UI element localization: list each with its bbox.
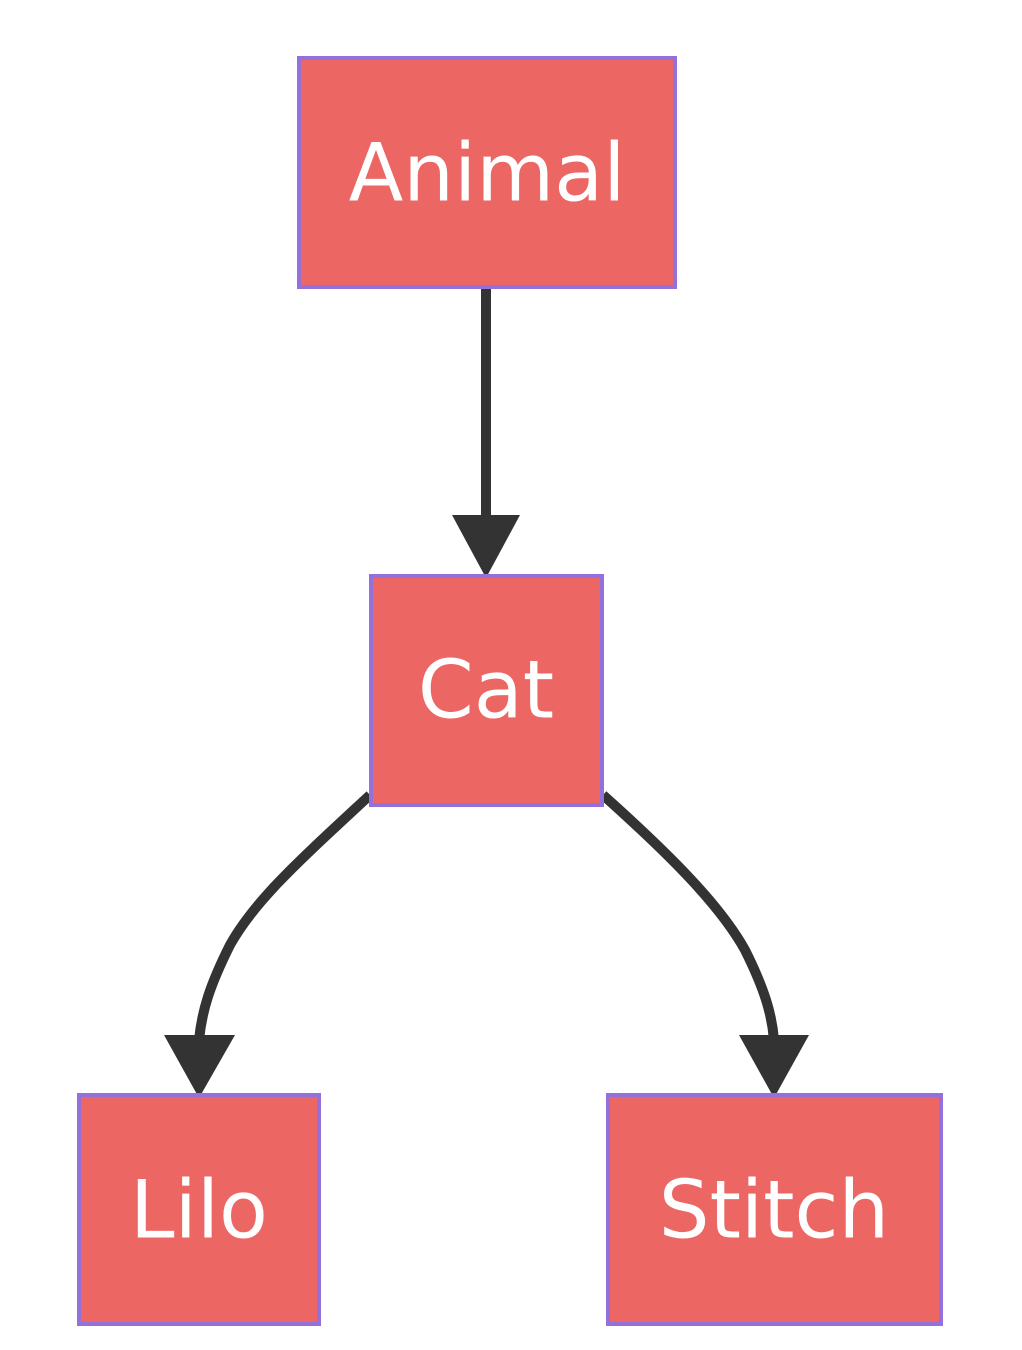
edges — [164, 287, 809, 1098]
node-stitch-box — [606, 1093, 943, 1326]
edge-cat-to-lilo — [164, 791, 374, 1098]
arrowhead-stitch — [739, 1035, 809, 1098]
node-stitch[interactable]: Stitch — [606, 1093, 943, 1326]
node-animal-label: Animal — [349, 127, 626, 220]
arrowhead-lilo — [164, 1035, 235, 1098]
node-animal-box — [297, 56, 677, 289]
arrowhead-cat — [452, 515, 520, 578]
node-animal[interactable]: Animal — [297, 56, 677, 289]
node-lilo-label: Lilo — [130, 1164, 268, 1257]
edge-animal-to-cat — [452, 287, 520, 578]
node-cat[interactable]: Cat — [369, 574, 604, 807]
node-stitch-label: Stitch — [659, 1164, 889, 1257]
edge-line-cat-stitch — [599, 791, 779, 1041]
nodes: Animal Cat Lilo Stitch — [77, 56, 943, 1326]
edge-cat-to-stitch — [599, 791, 809, 1098]
node-lilo-box — [77, 1093, 321, 1326]
node-cat-label: Cat — [418, 644, 554, 737]
node-lilo[interactable]: Lilo — [77, 1093, 321, 1326]
node-cat-box — [369, 574, 604, 807]
edge-line-cat-lilo — [194, 791, 374, 1041]
